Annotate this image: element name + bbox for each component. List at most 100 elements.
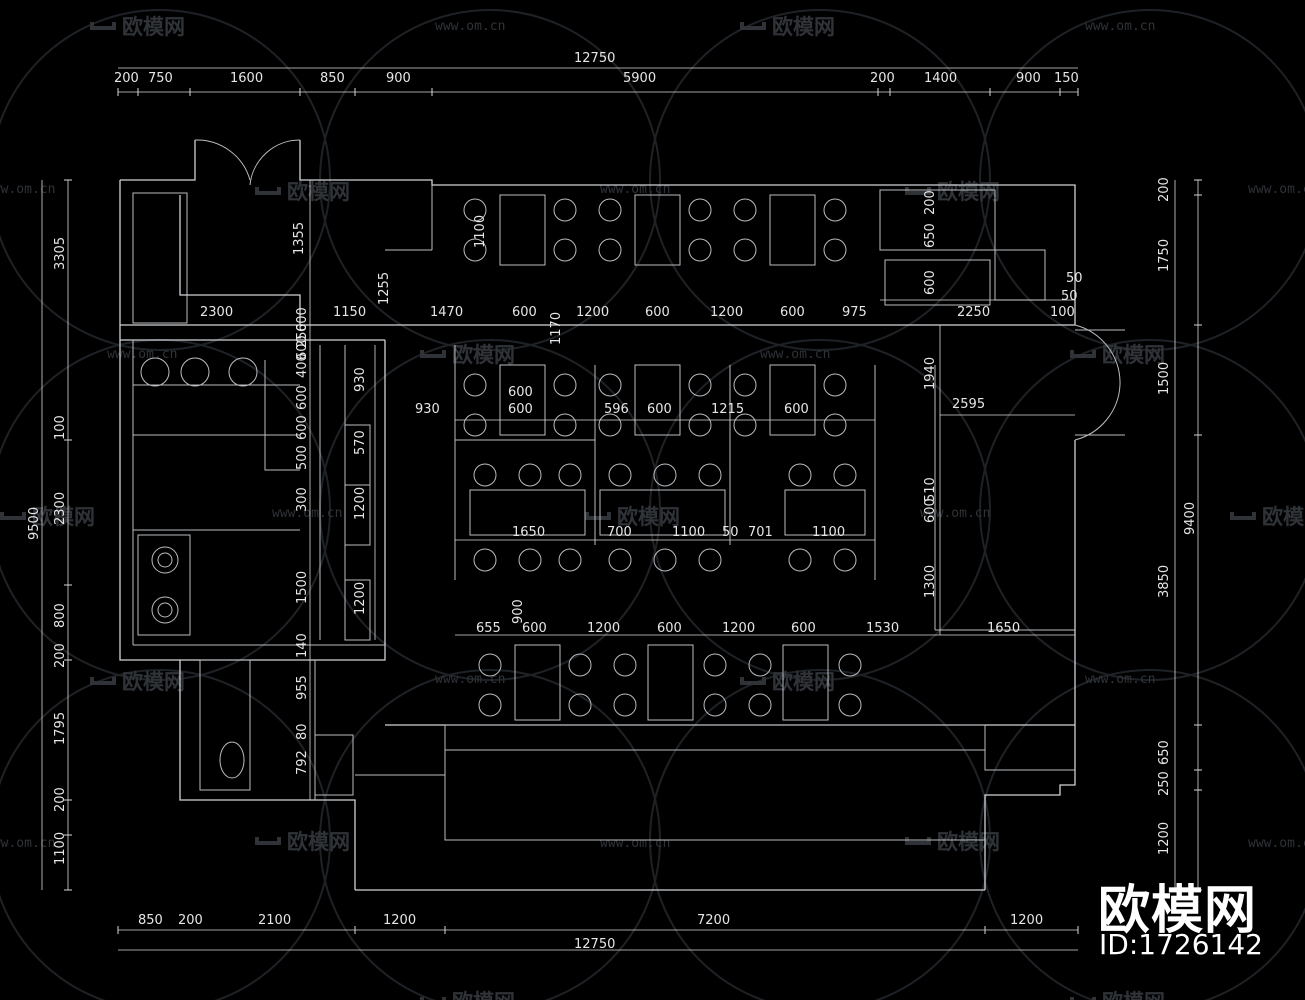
chair [653, 548, 677, 572]
dim-interior: 1200 [353, 487, 368, 520]
dim-interior: 1940 [923, 357, 938, 390]
chair [653, 463, 677, 487]
dim-interior: 1355 [292, 222, 307, 255]
dim-bottom: 850 [138, 913, 163, 928]
chair [568, 693, 592, 717]
dim-interior: 596 [604, 402, 629, 417]
dimension-labels: 12750 200 750 1600 850 900 5900 200 1400… [27, 51, 1198, 952]
dim-interior: 50 [1061, 289, 1078, 304]
dim-right: 1750 [1157, 239, 1172, 272]
watermark-url: www.om.cn [600, 182, 670, 197]
dim-left: 200 [53, 787, 68, 812]
watermark-url: www.om.cn [1085, 672, 1155, 687]
dim-interior: 510 [923, 477, 938, 502]
dim-interior: 600 [512, 305, 537, 320]
chair [558, 463, 582, 487]
dim-interior: 600 [784, 402, 809, 417]
sofa-icon [585, 512, 611, 520]
chair [463, 373, 487, 397]
watermark-layer: 欧模网欧模网欧模网欧模网欧模网欧模网欧模网欧模网欧模网欧模网欧模网欧模网欧模网欧… [0, 15, 1305, 1000]
plan-walls [119, 139, 1125, 891]
watermark-brand: 欧模网 [452, 990, 515, 1000]
dim-left: 200 [53, 643, 68, 668]
chair [823, 238, 847, 262]
dim-bottom: 200 [178, 913, 203, 928]
watermark-url: www.om.cn [435, 19, 505, 34]
dim-left: 3305 [53, 237, 68, 270]
dim-interior: 1200 [576, 305, 609, 320]
chair [518, 463, 542, 487]
dim-interior: 600 [791, 621, 816, 636]
chair [703, 693, 727, 717]
dim-interior: 100 [1050, 305, 1075, 320]
dim-interior: 1100 [672, 525, 705, 540]
dim-interior: 600 [508, 385, 533, 400]
chair [553, 373, 577, 397]
watermark-brand: 欧模网 [1102, 343, 1165, 367]
dim-interior: 1200 [710, 305, 743, 320]
chair [833, 463, 857, 487]
dim-top: 1600 [230, 71, 263, 86]
sofa-icon [740, 22, 766, 30]
chair [463, 198, 487, 222]
dim-interior: 2595 [952, 397, 985, 412]
sofa-icon [420, 350, 446, 358]
dim-interior: 1200 [587, 621, 620, 636]
watermark-brand: 欧模网 [937, 830, 1000, 854]
chair [688, 238, 712, 262]
chair [598, 198, 622, 222]
dim-left: 2300 [53, 492, 68, 525]
dim-bottom: 7200 [697, 913, 730, 928]
dim-interior: 701 [748, 525, 773, 540]
dim-right: 650 [1157, 740, 1172, 765]
watermark-url: www.om.cn [760, 347, 830, 362]
watermark-brand: 欧模网 [617, 505, 680, 529]
dim-right: 250 [1157, 771, 1172, 796]
chair [703, 653, 727, 677]
dim-interior: 300 [295, 487, 310, 512]
chair [733, 238, 757, 262]
dim-right-total: 9400 [1183, 502, 1198, 535]
sofa-icon [1070, 350, 1096, 358]
dim-interior: 80 [295, 723, 310, 740]
watermark-url: www.om.cn [107, 347, 177, 362]
dim-interior: 975 [842, 305, 867, 320]
watermark-brand: 欧模网 [937, 180, 1000, 204]
watermark-brand: 欧模网 [122, 15, 185, 39]
watermark-brand: 欧模网 [1102, 990, 1165, 1000]
dim-interior: 600 [647, 402, 672, 417]
chair [478, 653, 502, 677]
dim-top-total: 12750 [574, 51, 615, 66]
dim-bottom: 2100 [258, 913, 291, 928]
sofa-icon [1230, 512, 1256, 520]
watermark-brand: 欧模网 [772, 670, 835, 694]
dim-top: 200 [870, 71, 895, 86]
sofa-icon [255, 837, 281, 845]
chair [568, 653, 592, 677]
dim-interior: 50 [1066, 271, 1083, 286]
dim-interior: 600 [295, 415, 310, 440]
chair [748, 693, 772, 717]
sofa-icon [905, 837, 931, 845]
chair [558, 548, 582, 572]
dim-interior: 600 [508, 402, 533, 417]
dim-top: 1400 [924, 71, 957, 86]
sofa-icon [90, 677, 116, 685]
dim-bottom: 1200 [383, 913, 416, 928]
dim-top: 900 [1016, 71, 1041, 86]
chair [473, 548, 497, 572]
chair [788, 548, 812, 572]
chair [613, 693, 637, 717]
dim-left: 1100 [53, 832, 68, 865]
chair [688, 413, 712, 437]
watermark-url: www.om.cn [0, 836, 55, 851]
watermark-url: www.om.cn [272, 506, 342, 521]
dim-interior: 955 [295, 675, 310, 700]
dim-top: 850 [320, 71, 345, 86]
watermark-url: www.om.cn [1085, 19, 1155, 34]
watermark-brand: 欧模网 [287, 180, 350, 204]
dim-top: 200 [114, 71, 139, 86]
dim-interior: 1100 [473, 215, 488, 248]
dim-interior: 930 [353, 367, 368, 392]
brand-title: 欧模网 [1097, 881, 1257, 941]
